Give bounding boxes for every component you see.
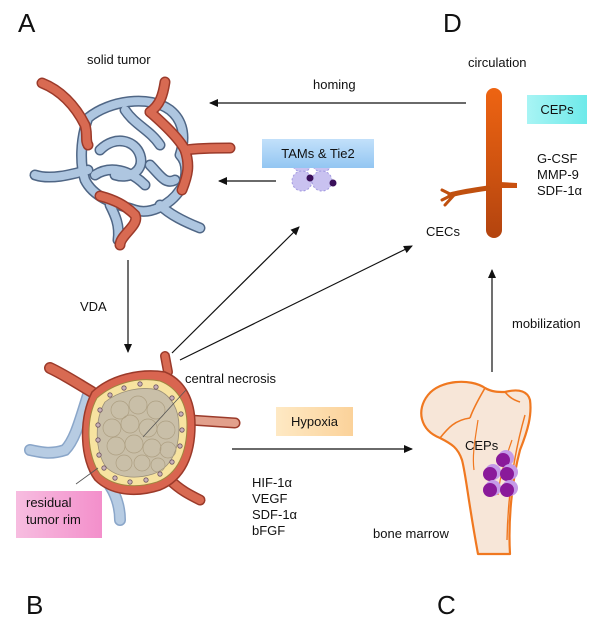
ceps-label: CEPs xyxy=(540,102,574,117)
residual-tumor-illustration xyxy=(24,351,241,526)
panel-label-b: B xyxy=(26,590,44,620)
residual-box-bg xyxy=(16,491,102,538)
mobilization-label: mobilization xyxy=(512,316,581,331)
solid-tumor-vasculature-illustration xyxy=(29,76,236,251)
circulation-label: circulation xyxy=(468,55,527,70)
vda-label: VDA xyxy=(80,299,107,314)
ceps-bone-label: CEPs xyxy=(465,438,499,453)
ceps-box-bg xyxy=(527,95,587,124)
panel-label-a: A xyxy=(18,8,36,38)
central-necrosis-label: central necrosis xyxy=(185,371,277,386)
bone-marrow-illustration xyxy=(420,380,532,556)
hypoxia-label: Hypoxia xyxy=(291,414,338,429)
factor-item: SDF-1α xyxy=(537,183,583,198)
homing-label: homing xyxy=(313,77,356,92)
hypoxia-factors-list: HIF-1α VEGF SDF-1α bFGF xyxy=(252,475,297,539)
circulation-factors-list: G-CSF MMP-9 SDF-1α xyxy=(537,151,582,199)
factor-item: MMP-9 xyxy=(537,167,579,182)
factor-item: HIF-1α xyxy=(252,475,293,490)
tumor-to-cecs-arrow xyxy=(179,245,413,361)
tams-box-bg xyxy=(262,139,374,168)
circulation-vessel-illustration xyxy=(440,88,517,238)
factor-item: G-CSF xyxy=(537,151,578,166)
panel-label-d: D xyxy=(443,8,462,38)
panel-label-c: C xyxy=(437,590,456,620)
solid-tumor-label: solid tumor xyxy=(87,52,151,67)
factor-item: VEGF xyxy=(252,491,288,506)
cecs-label: CECs xyxy=(426,224,460,239)
factor-item: SDF-1α xyxy=(252,507,298,522)
tams-tie2-label: TAMs & Tie2 xyxy=(281,146,355,161)
bone-marrow-label: bone marrow xyxy=(373,526,449,541)
residual-tumor-rim-label: residual tumor rim xyxy=(26,495,81,527)
hypoxia-box-bg xyxy=(276,407,353,436)
tumor-to-tams-arrow xyxy=(171,226,300,354)
factor-item: bFGF xyxy=(252,523,286,538)
